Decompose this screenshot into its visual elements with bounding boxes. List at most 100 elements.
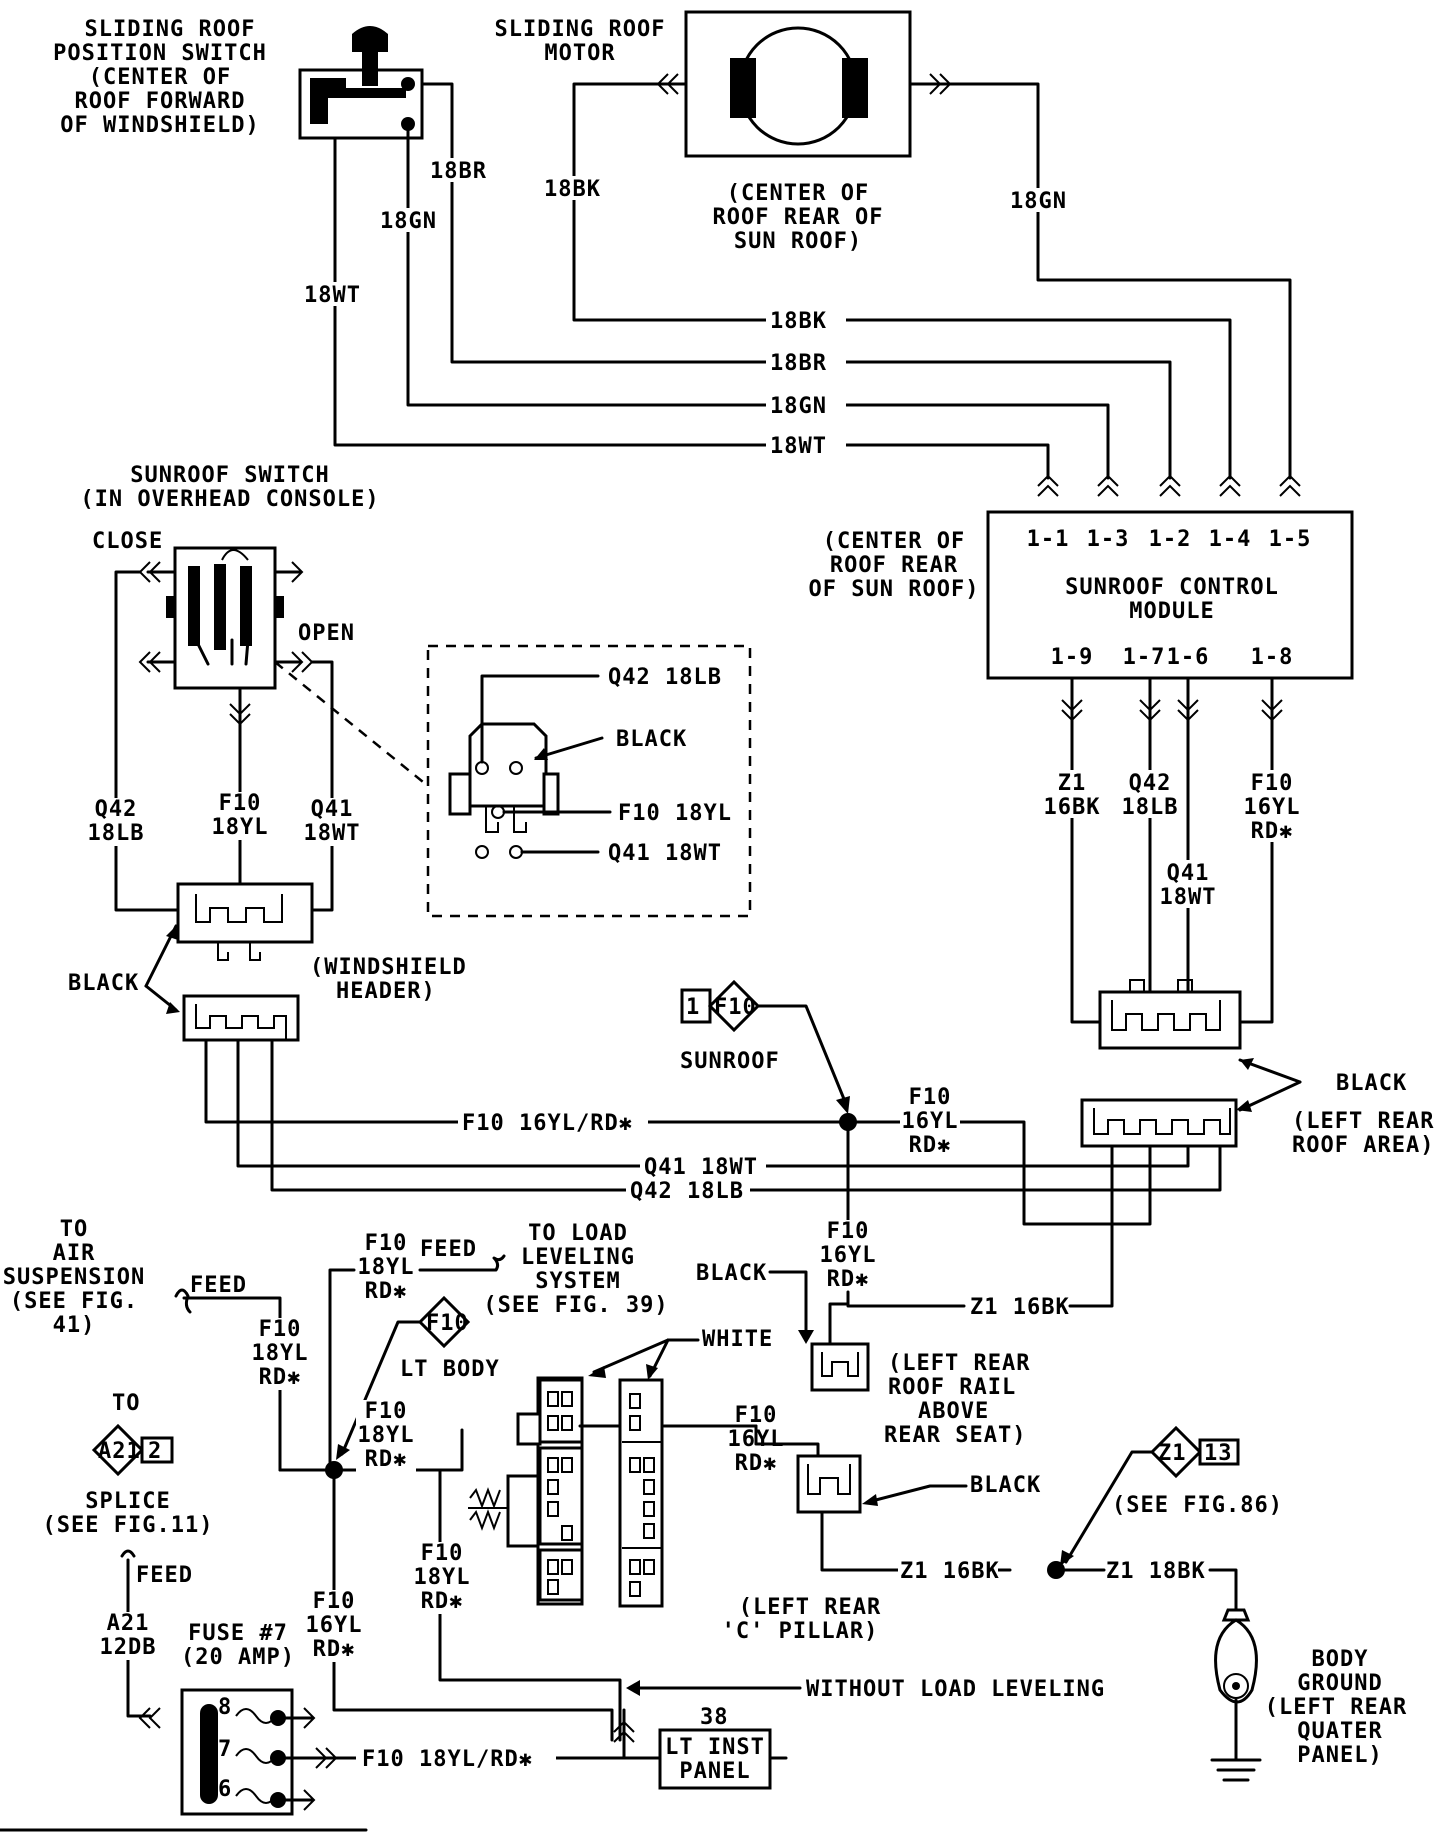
connector-color-label: BLACK — [68, 971, 139, 996]
label-line: REAR SEAT) — [884, 1423, 1026, 1448]
wire-label: F10 — [313, 1589, 356, 1614]
wire-label: 18BR — [770, 351, 827, 376]
label-line: AIR — [53, 1241, 96, 1266]
label-line: OF WINDSHIELD) — [60, 113, 259, 138]
label-line: ROOF REAR — [830, 553, 958, 578]
sliding-roof-motor-label: SLIDING ROOF MOTOR — [495, 17, 666, 66]
wire-label: 18GN — [1010, 189, 1067, 214]
wire-label: RD✱ — [365, 1447, 408, 1472]
c-pillar-connectors: WHITE — [468, 1327, 773, 1608]
roof-rail-labels: F10 16YL RD✱ — [818, 1219, 878, 1292]
motor-location-label: (CENTER OF ROOF REAR OF SUN ROOF) — [713, 181, 884, 254]
label-line: (20 AMP) — [181, 1645, 295, 1670]
label-line: OF SUN ROOF) — [809, 577, 980, 602]
position-switch-label: SLIDING ROOF POSITION SWITCH (CENTER OF … — [53, 17, 267, 138]
wire-label: Q42 — [1129, 771, 1172, 796]
label-line: MOTOR — [544, 41, 615, 66]
wire-label: 18WT — [1160, 885, 1217, 910]
wire-label: F10 — [1251, 771, 1294, 796]
label-line: SUNROOF SWITCH — [130, 463, 329, 488]
module-title: MODULE — [1129, 599, 1214, 624]
switch-close-open-labels: CLOSE OPEN — [92, 529, 355, 646]
wire-label: Z1 18BK — [1106, 1559, 1206, 1584]
pin-label: 1-8 — [1251, 645, 1294, 670]
feed-label: FEED — [420, 1237, 477, 1262]
label-line: (LEFT REAR — [1292, 1109, 1434, 1134]
module-connector-lower — [1080, 1098, 1238, 1148]
label-line: SLIDING ROOF — [495, 17, 666, 42]
pin-label: 1-5 — [1269, 527, 1312, 552]
switch-wire-labels: Q42 18LB F10 18YL Q41 18WT — [88, 791, 362, 846]
connector-color-label: BLACK — [970, 1473, 1041, 1498]
wire-label: F10 — [365, 1231, 408, 1256]
wire-label: Q41 — [311, 797, 354, 822]
pin-label: 1-2 — [1149, 527, 1192, 552]
sliding-roof-motor — [684, 10, 912, 158]
air-suspension-feed: FEED F10 18YL RD✱ — [174, 1273, 310, 1472]
ref-num: 2 — [148, 1439, 162, 1464]
pin-label: 1-9 — [1051, 645, 1094, 670]
wire-label: 18BR — [430, 159, 487, 184]
wire-label: RD✱ — [827, 1267, 870, 1292]
wire-label: 18WT — [304, 283, 361, 308]
wire-label: F10 — [421, 1541, 464, 1566]
label-line: (SEE FIG.11) — [43, 1513, 214, 1538]
label-line: SUN ROOF) — [734, 229, 862, 254]
label-line: TO LOAD — [528, 1221, 628, 1246]
label-line: SPLICE — [85, 1489, 170, 1514]
wire-label: 18LB — [1122, 795, 1179, 820]
pin-label: BLACK — [616, 727, 687, 752]
connector-color-label: WHITE — [702, 1327, 773, 1352]
wire-label: F10 16YL/RD✱ — [462, 1111, 633, 1136]
label-line: ABOVE — [918, 1399, 989, 1424]
ref-code: F10 — [426, 1311, 469, 1336]
sunroof-switch-label: SUNROOF SWITCH (IN OVERHEAD CONSOLE) — [80, 463, 378, 512]
module-location-label: (CENTER OF ROOF REAR OF SUN ROOF) — [809, 529, 980, 602]
label-line: SYSTEM — [535, 1269, 620, 1294]
wire-label: 18BK — [770, 309, 827, 334]
label-line: FUSE #7 — [188, 1621, 288, 1646]
top-wiring — [333, 73, 1301, 497]
terminal-label: 7 — [218, 1737, 232, 1762]
label-line: SLIDING ROOF — [85, 17, 256, 42]
splice-ref: TO A21 2 SPLICE (SEE FIG.11) FEED A21 12… — [43, 1391, 214, 1718]
wire-label: 18WT — [770, 434, 827, 459]
lt-body-label: LT BODY — [400, 1357, 500, 1382]
wire-label: RD✱ — [313, 1637, 356, 1662]
terminal-label: 6 — [218, 1777, 232, 1802]
wire-label: 12DB — [100, 1635, 157, 1660]
wire-label: 18LB — [88, 821, 145, 846]
c-pillar-black-connector: F10 16YL RD✱ BLACK (LEFT REAR 'C' PILLAR… — [662, 1403, 1041, 1644]
label-line: BODY — [1312, 1647, 1369, 1672]
load-leveling-ref: F10 18YL RD✱ FEED TO LOAD LEVELING SYSTE… — [328, 1221, 668, 1472]
terminal-label: 8 — [218, 1695, 232, 1720]
label-line: POSITION SWITCH — [53, 41, 267, 66]
sunroof-ref: 1 F10 SUNROOF — [680, 979, 850, 1114]
pin-label: F10 18YL — [618, 801, 732, 826]
module-title: SUNROOF CONTROL — [1065, 575, 1279, 600]
label-line: QUATER — [1297, 1719, 1382, 1744]
air-suspension-ref: TO AIR SUSPENSION (SEE FIG. 41) — [3, 1217, 144, 1338]
ref-code: Z1 — [1158, 1441, 1187, 1466]
wire-label: RD✱ — [1251, 819, 1294, 844]
open-label: OPEN — [298, 621, 355, 646]
wire-label: 18YL — [252, 1341, 309, 1366]
label-line: ROOF REAR OF — [713, 205, 884, 230]
label-line: LEVELING — [521, 1245, 635, 1270]
wire-label: RD✱ — [365, 1279, 408, 1304]
middle-bus-labels: F10 16YL/RD✱ F10 16YL RD✱ Q41 18WT Q42 1… — [458, 1085, 960, 1204]
lt-inst-panel: 38 LT INST PANEL — [613, 1705, 788, 1790]
label-line: (CENTER OF — [89, 65, 231, 90]
wire-label: 18YL — [414, 1565, 471, 1590]
label-line: 'C' PILLAR) — [722, 1619, 879, 1644]
wire-label: F10 — [219, 791, 262, 816]
left-rear-roof-area: BLACK (LEFT REAR ROOF AREA) — [1236, 1058, 1434, 1158]
ref-num: 38 — [700, 1705, 729, 1730]
wire-label: 18GN — [380, 209, 437, 234]
ref-text: (SEE FIG.86) — [1112, 1493, 1283, 1518]
wire-label: 16YL — [902, 1109, 959, 1134]
windshield-header-callout: BLACK (WINDSHIELD HEADER) — [68, 924, 466, 1014]
wire-label: 18BK — [544, 177, 601, 202]
pin-label: Q41 18WT — [608, 841, 722, 866]
